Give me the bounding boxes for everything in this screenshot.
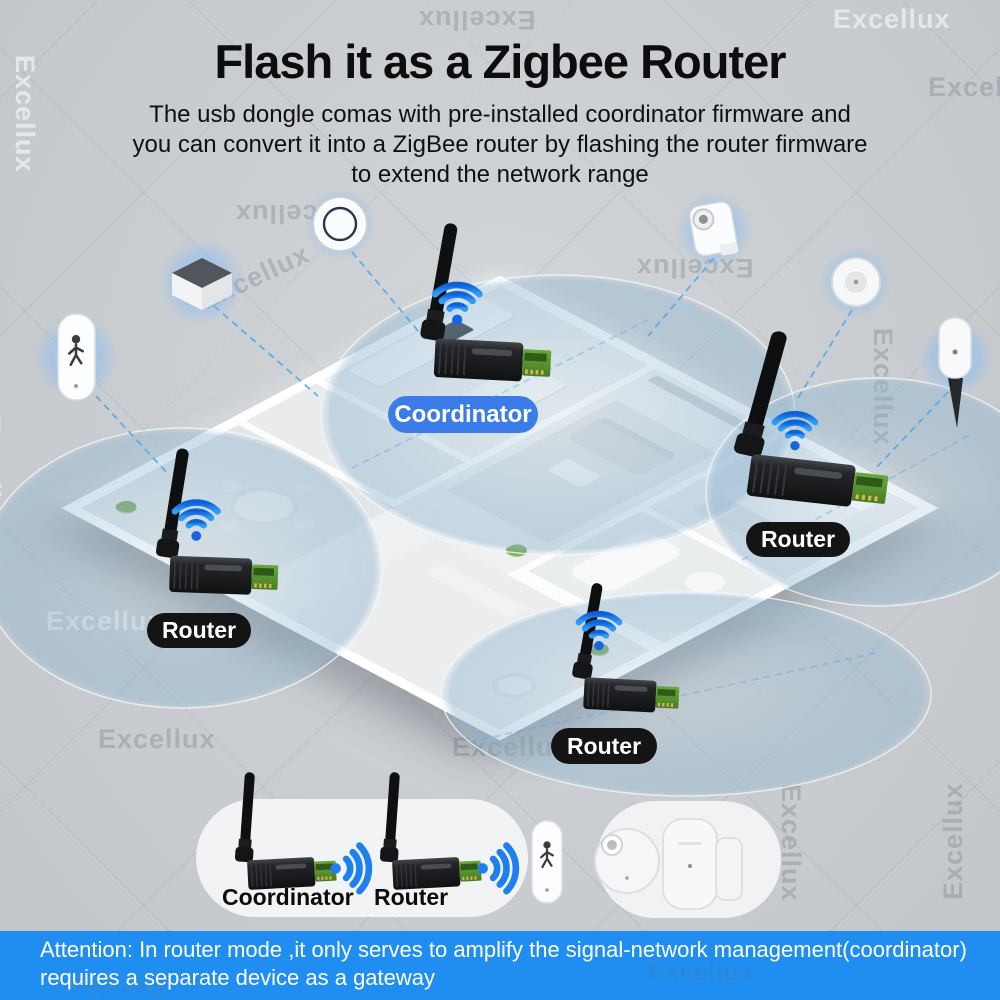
smart-button-sensor [304,188,376,260]
coordinator-label: Coordinator [388,396,538,433]
door-window-sensor [662,818,743,910]
attention-line-2: requires a separate device as a gateway [40,965,436,990]
cube-sensor [159,239,245,325]
page-subtitle: The usb dongle comas with pre-installed … [50,100,950,190]
motion-sensor-stick-bottom [531,820,563,904]
round-motion-sensor [594,828,660,894]
subtitle-line-2: you can convert it into a ZigBee router … [132,131,868,158]
attention-line-1: Attention: In router mode ,it only serve… [40,937,967,962]
router-label-bottom: Router [551,728,657,764]
motion-sensor-stick-left [34,313,118,401]
round-sensor [820,246,892,318]
subtitle-line-1: The usb dongle comas with pre-installed … [149,101,851,128]
strip-coordinator-label: Coordinator [222,884,354,910]
router-label-left: Router [147,613,251,648]
subtitle-line-3: to extend the network range [351,161,649,188]
watermark: Excellux [648,959,754,986]
soil-moisture-sensor [919,317,993,428]
router-label-right: Router [746,522,850,557]
strip-router-label: Router [374,884,449,910]
camera-sensor [676,192,752,268]
page-title: Flash it as a Zigbee Router [214,35,786,88]
attention-banner: Excellux Excellux Attention: In router m… [0,931,1000,1000]
